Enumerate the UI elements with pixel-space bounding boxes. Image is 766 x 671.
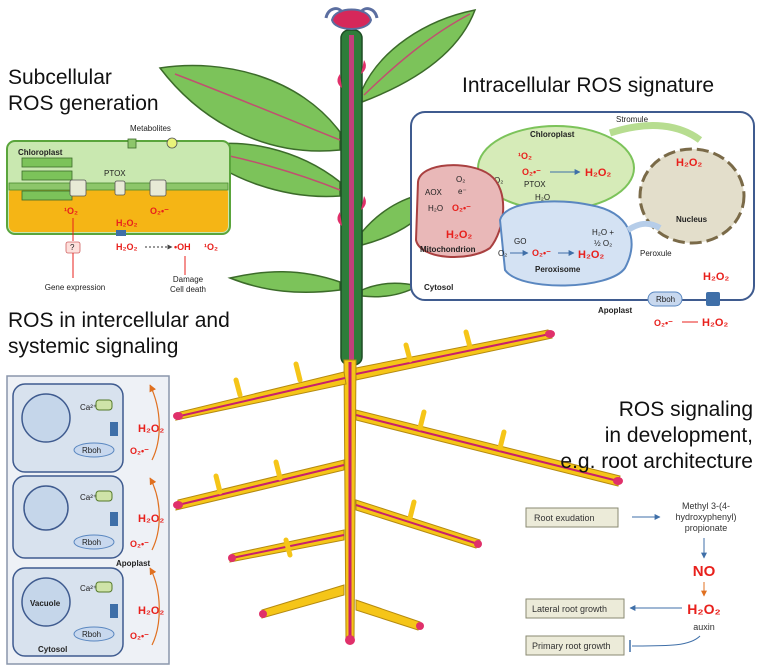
compound-line3: propionate <box>685 523 728 533</box>
ptox-intra-label: PTOX <box>524 180 546 189</box>
apoplast-label: Apoplast <box>116 559 151 568</box>
superoxide-cell-3: O₂•⁻ <box>130 631 149 641</box>
cell-2: Ca²⁺ Rboh H₂O₂ O₂•⁻ Apoplast <box>12 475 164 568</box>
ca-cell-1: Ca²⁺ <box>80 403 97 412</box>
unknown-signal: ? <box>70 243 75 252</box>
h2o2-cell-3: H₂O₂ <box>138 605 164 617</box>
h2o-mito: H₂O <box>428 204 443 213</box>
singlet-oxygen-intra: ¹O₂ <box>518 151 532 161</box>
superoxide-cell-1: O₂•⁻ <box>130 446 149 456</box>
peroxisome-label: Peroxisome <box>535 265 581 274</box>
development-panel: Root exudation Methyl 3-(4- hydroxypheny… <box>525 501 737 656</box>
title-intracellular: Intracellular ROS signature <box>462 74 714 97</box>
h2o2-chloroplast-intra: H₂O₂ <box>585 167 611 179</box>
h2o2-apoplast: H₂O₂ <box>702 317 728 329</box>
peroxule-label: Peroxule <box>640 249 672 258</box>
ca-cell-3: Ca²⁺ <box>80 584 97 593</box>
intercellular-panel: Ca²⁺ Rboh H₂O₂ O₂•⁻ Ca²⁺ Rboh H₂O₂ O₂•⁻ … <box>6 375 170 665</box>
cytosol-label: Cytosol <box>38 645 67 654</box>
superoxide-peroxisome: O₂•⁻ <box>532 248 551 258</box>
hydroxyl-radical: •OH <box>174 242 191 252</box>
h2o2-peroxisome: H₂O₂ <box>578 249 604 261</box>
title-development-line3: e.g. root architecture <box>560 450 753 473</box>
vacuole-label: Vacuole <box>30 599 61 608</box>
superoxide-cell-2: O₂•⁻ <box>130 539 149 549</box>
plant-roots <box>175 329 621 641</box>
leaf-low-right <box>361 282 421 298</box>
mitochondrion-label: Mitochondrion <box>420 245 476 254</box>
cell-1: Ca²⁺ Rboh H₂O₂ O₂•⁻ <box>12 383 164 473</box>
leaf-upper-right <box>361 8 477 104</box>
root-exudation-box: Root exudation <box>534 513 595 523</box>
title-subcellular-line2: ROS generation <box>8 92 159 115</box>
ptox-label: PTOX <box>104 169 126 178</box>
rboh-intra-label: Rboh <box>656 295 675 304</box>
cell-death-label: Cell death <box>170 285 206 294</box>
h2o2-development: H₂O₂ <box>687 601 720 617</box>
h2o2-apoplast-top: H₂O₂ <box>703 271 729 283</box>
metabolites-label: Metabolites <box>130 124 171 133</box>
cell-3: Vacuole Ca²⁺ Rboh H₂O₂ O₂•⁻ Cytosol <box>12 567 164 657</box>
no-label: NO <box>693 563 716 580</box>
title-intercellular-line2: systemic signaling <box>8 335 178 358</box>
chloroplast-intra-label: Chloroplast <box>530 130 575 139</box>
rboh-cell-3: Rboh <box>82 630 101 639</box>
stromule-label: Stromule <box>616 115 649 124</box>
plant-leaves <box>158 8 477 298</box>
compound-line2: hydroxyphenyl) <box>675 512 736 522</box>
h2o2-cytosol: H₂O₂ <box>116 242 138 252</box>
cytosol-intra-label: Cytosol <box>424 283 453 292</box>
leaf-upper-left <box>158 64 341 152</box>
nucleus-label: Nucleus <box>676 215 708 224</box>
lateral-root-growth-box: Lateral root growth <box>532 604 607 614</box>
apical-bud <box>330 8 373 30</box>
primary-root-growth-box: Primary root growth <box>532 641 611 651</box>
chloroplast-title: Chloroplast <box>18 148 63 157</box>
rboh-cell-2: Rboh <box>82 538 101 547</box>
o2-chloroplast: O₂ <box>494 176 503 185</box>
h2o2-nucleus: H₂O₂ <box>676 157 702 169</box>
leaf-low-left <box>227 270 341 293</box>
rboh-cell-1: Rboh <box>82 446 101 455</box>
apoplast-intra-label: Apoplast <box>598 306 633 315</box>
ca-cell-2: Ca²⁺ <box>80 493 97 502</box>
plant-stem <box>324 7 379 366</box>
h2o2-chloroplast: H₂O₂ <box>116 218 138 228</box>
title-subcellular-line1: Subcellular <box>8 66 112 89</box>
half-o2-label: ½ O₂ <box>594 239 612 248</box>
h2o-peroxisome: H₂O + <box>592 228 614 237</box>
e-minus-label: e⁻ <box>458 187 467 196</box>
superoxide: O₂•⁻ <box>150 206 169 216</box>
root-hairs <box>213 329 507 558</box>
singlet-oxygen: ¹O₂ <box>64 206 78 216</box>
chloroplast-panel: Chloroplast Metabolites PTOX ¹O₂ O₂•⁻ H₂… <box>6 124 231 294</box>
singlet-oxygen-cytosol: ¹O₂ <box>204 242 218 252</box>
h2o2-mito: H₂O₂ <box>446 229 472 241</box>
superoxide-apoplast: O₂•⁻ <box>654 318 673 328</box>
compound-line1: Methyl 3-(4- <box>682 501 730 511</box>
superoxide-intra: O₂•⁻ <box>522 167 541 177</box>
aox-label: AOX <box>425 188 443 197</box>
intracellular-panel: Chloroplast Stromule ¹O₂ O₂ O₂•⁻ H₂O₂ PT… <box>410 111 755 329</box>
h2o2-cell-2: H₂O₂ <box>138 513 164 525</box>
gene-expression-label: Gene expression <box>45 283 105 292</box>
title-development-line2: in development, <box>605 424 753 447</box>
superoxide-mito: O₂•⁻ <box>452 203 471 213</box>
h2o2-cell-1: H₂O₂ <box>138 423 164 435</box>
root-tips <box>173 330 623 645</box>
title-intercellular-line1: ROS in intercellular and <box>8 309 230 332</box>
auxin-label: auxin <box>693 622 715 632</box>
o2-peroxisome: O₂ <box>498 249 507 258</box>
damage-label: Damage <box>173 275 204 284</box>
h2o-chloroplast: H₂O <box>535 193 550 202</box>
go-label: GO <box>514 237 526 246</box>
o2-mito: O₂ <box>456 175 465 184</box>
title-development-line1: ROS signaling <box>619 398 753 421</box>
